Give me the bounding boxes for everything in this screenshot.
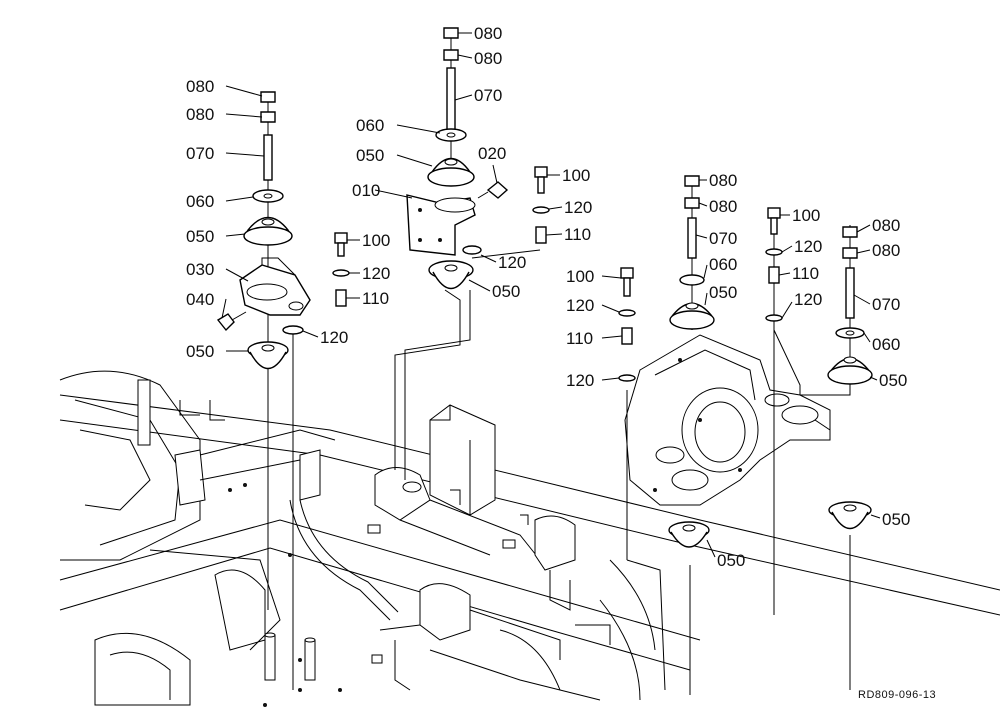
callout-050-d: 050 (492, 282, 520, 301)
leader-lines (221, 32, 881, 558)
callout-120-c: 120 (498, 253, 526, 272)
callout-080-h: 080 (872, 241, 900, 260)
callout-060-b: 060 (356, 116, 384, 135)
callout-080-g: 080 (872, 216, 900, 235)
callout-050-h: 050 (882, 510, 910, 529)
callout-050-g: 050 (717, 551, 745, 570)
callout-110-a: 110 (362, 289, 389, 308)
callout-110-b: 110 (564, 225, 591, 244)
tractor-frame (59, 370, 1000, 707)
callout-070-a: 070 (186, 144, 214, 163)
far-right-stacks (765, 207, 873, 690)
callout-120-g: 120 (794, 237, 822, 256)
callout-120-d: 120 (564, 198, 592, 217)
callout-120-b: 120 (320, 328, 348, 347)
callout-070-d: 070 (872, 295, 900, 314)
callout-080-b: 080 (186, 105, 214, 124)
callout-110-d: 110 (792, 264, 819, 283)
callout-080-f: 080 (709, 197, 737, 216)
callout-120-f: 120 (566, 371, 594, 390)
callout-080-c: 080 (474, 24, 502, 43)
callout-060-c: 060 (709, 255, 737, 274)
callout-120-a: 120 (362, 264, 390, 283)
callout-labels: 080 080 070 060 050 030 040 050 100 120 … (186, 24, 936, 701)
callout-100-d: 100 (792, 206, 820, 225)
callout-050-a: 050 (186, 227, 214, 246)
callout-080-e: 080 (709, 171, 737, 190)
callout-070-b: 070 (474, 86, 502, 105)
callout-080-a: 080 (186, 77, 214, 96)
callout-120-h: 120 (794, 290, 822, 309)
drawing-reference: RD809-096-13 (858, 689, 936, 701)
callout-050-b: 050 (186, 342, 214, 361)
left-mount-stack (216, 91, 350, 690)
callout-060-a: 060 (186, 192, 214, 211)
callout-100-c: 100 (566, 267, 594, 286)
callout-010: 010 (352, 181, 380, 200)
callout-020: 020 (478, 144, 506, 163)
callout-070-c: 070 (709, 229, 737, 248)
callout-080-d: 080 (474, 49, 502, 68)
center-mount-stack (394, 27, 550, 480)
callout-050-c: 050 (356, 146, 384, 165)
callout-030: 030 (186, 260, 214, 279)
callout-060-d: 060 (872, 335, 900, 354)
gearbox-housing (624, 334, 831, 506)
callout-110-c: 110 (566, 329, 593, 348)
callout-100-a: 100 (362, 231, 390, 250)
callout-050-f: 050 (879, 371, 907, 390)
callout-100-b: 100 (562, 166, 590, 185)
callout-050-e: 050 (709, 283, 737, 302)
callout-040: 040 (186, 290, 214, 309)
callout-120-e: 120 (566, 296, 594, 315)
